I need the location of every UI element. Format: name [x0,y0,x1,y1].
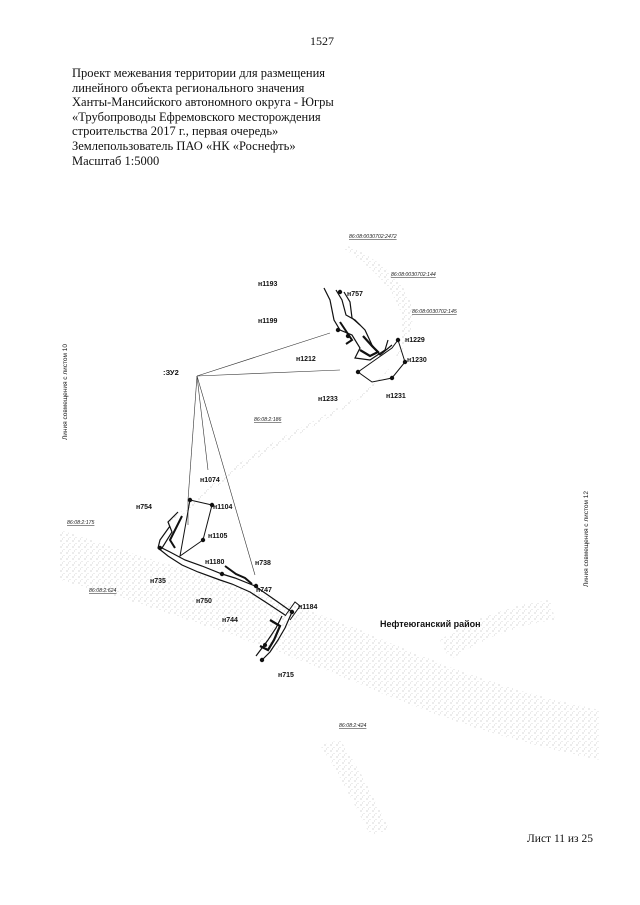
point-label: н1230 [407,357,427,364]
cadastral-label: 86:08:2:186 [254,417,282,423]
point-label: н1180 [205,559,225,566]
lower-parcel [157,497,301,663]
point-label: н1231 [386,393,406,400]
point-label: н738 [255,560,271,567]
point-label: н1184 [298,604,318,611]
point-label: н754 [136,504,152,511]
cadastral-label: 86:08:2:624 [89,588,117,594]
cadastral-labels: 86:08:0030702:2472 86:08:0030702:144 86:… [67,234,457,729]
title-line: Ханты-Мансийского автономного округа - Ю… [72,95,334,110]
point-label: н1105 [208,533,228,540]
upper-parcel [323,287,408,383]
cadastral-label: 86:08:0030702:2472 [349,234,397,240]
point-label: н747 [256,587,272,594]
point-label: н1212 [296,356,316,363]
point-labels: н1193 н757 н1199 н1229 н1212 н1230 н1233… [136,281,427,679]
zone-label: :ЗУ2 [163,368,179,377]
lower-road-band [320,740,390,835]
title-line: Землепользователь ПАО «НК «Роснефть» [72,138,296,153]
point-label: н744 [222,617,238,624]
point-label: н1074 [200,477,220,484]
title-line: «Трубопроводы Ефремовского месторождения [72,109,321,124]
district-label: Нефтеюганский район [380,619,481,629]
point-label: н757 [347,291,363,298]
point-label: н1199 [258,318,278,325]
title-line: строительства 2017 г., первая очередь» [72,124,279,139]
cadastral-label: 86:08:2:175 [67,520,95,526]
main-road-band [60,530,600,760]
sheet-label: Лист 11 из 25 [527,833,593,845]
page-number: 1527 [310,34,334,48]
point-label: н715 [278,672,294,679]
point-label: н750 [196,598,212,605]
title-line: Масштаб 1:5000 [72,153,160,168]
upper-road-band [150,245,413,545]
leader-lines [187,332,341,576]
title-block: Проект межевания территории для размещен… [72,66,412,168]
cadastral-label: 86:08:2:424 [339,723,367,729]
title-line: Проект межевания территории для размещен… [72,66,326,80]
point-label: н735 [150,578,166,585]
title-line: линейного объекта регионального значения [72,80,305,95]
cadastral-label: 86:08:0030702:144 [391,272,436,278]
point-label: н1104 [213,504,233,511]
point-label: н1229 [405,337,425,344]
right-road-band [440,600,555,660]
point-label: н1193 [258,281,278,288]
cadastral-label: 86:08:0030702:145 [412,309,457,315]
stipple-bands [60,245,600,835]
point-label: н1233 [318,396,338,403]
